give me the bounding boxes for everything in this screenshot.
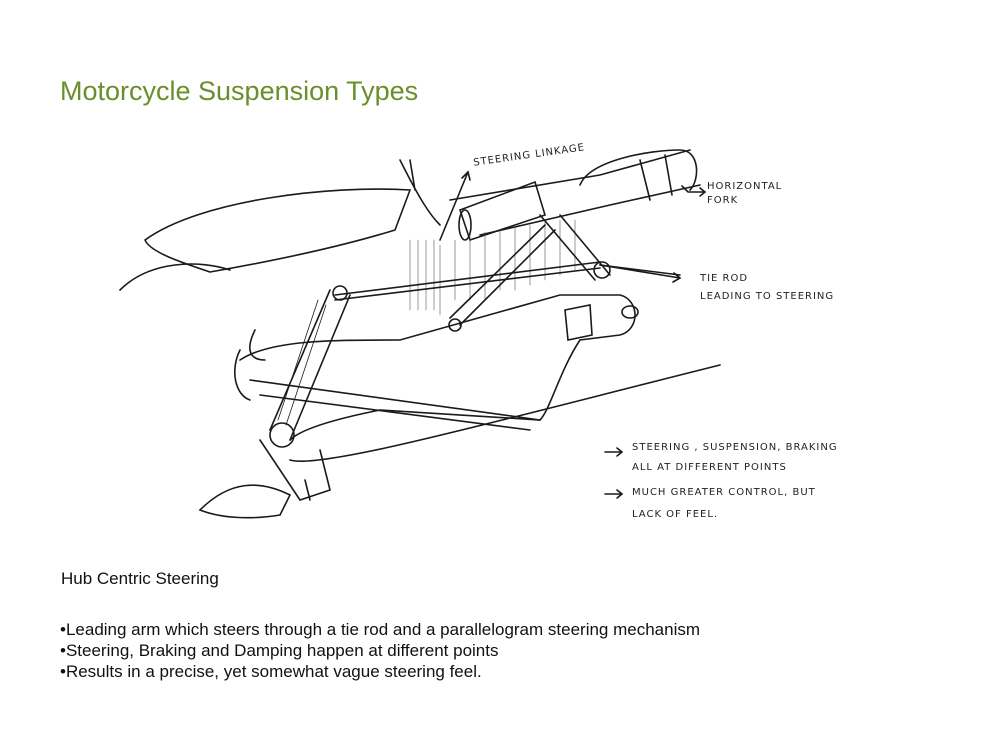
note-2-line1: Much greater control, but: [632, 487, 816, 498]
label-horizontal-fork: Horizontal fork: [707, 180, 782, 208]
bullet-item: •Steering, Braking and Damping happen at…: [60, 641, 499, 660]
arrow-note-1: [604, 447, 624, 457]
leading-arm: [269, 289, 351, 441]
tie-rod: [334, 261, 601, 301]
brake-caliper: [198, 484, 292, 519]
arrow-steering-linkage: [439, 170, 471, 241]
note-1-line1: Steering , suspension, braking: [632, 442, 838, 453]
arrow-horizontal-fork: [681, 185, 707, 197]
label-tie-rod-line1: Tie rod: [700, 273, 749, 284]
note-1-line2: all at different points: [632, 462, 787, 473]
slide-title: Motorcycle Suspension Types: [60, 76, 419, 106]
label-horizontal-fork-line1: Horizontal: [707, 181, 783, 192]
note-2-line2: lack of feel.: [632, 509, 719, 520]
arrow-note-2: [604, 489, 624, 499]
note-1: Steering , suspension, braking all at di…: [632, 438, 838, 478]
fender: [144, 188, 412, 273]
bullet-item: •Results in a precise, yet somewhat vagu…: [60, 662, 482, 681]
suspension-sketch: [119, 149, 721, 519]
bullet-list: •Leading arm which steers through a tie …: [60, 619, 700, 682]
label-tie-rod-line2: leading to steering: [700, 291, 835, 302]
label-horizontal-fork-line2: fork: [707, 195, 739, 206]
arrow-tie-rod: [599, 264, 682, 283]
label-tie-rod: Tie rod leading to steering: [700, 270, 834, 306]
horizontal-fork: [449, 149, 701, 236]
section-subtitle: Hub Centric Steering: [61, 569, 219, 588]
steering-linkage-cylinder: [458, 180, 546, 242]
bullet-item: •Leading arm which steers through a tie …: [60, 620, 701, 639]
note-2: Much greater control, but lack of feel.: [632, 482, 816, 526]
